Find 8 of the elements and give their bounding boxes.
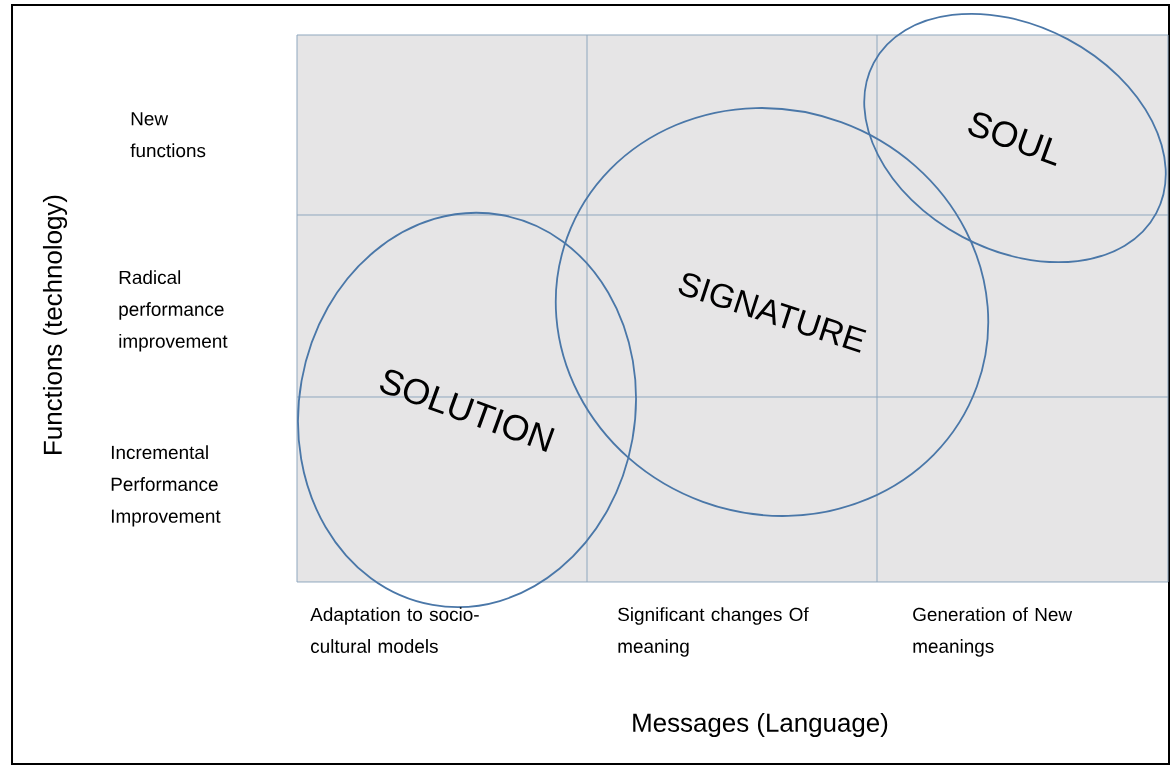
axis-label: Significant changes Of meaning xyxy=(618,607,809,657)
axis-label: Generation of New meanings xyxy=(913,607,1073,657)
axis-label: Radical performance improvement xyxy=(119,270,228,352)
axis-label: Adaptation to socio-cultural models xyxy=(310,607,479,653)
axis-title: Messages (Language) xyxy=(633,712,888,738)
axis-label: New functions xyxy=(130,112,206,158)
axis-title: Functions (technology) xyxy=(42,195,68,454)
axis-label: Incremental Performance Improvement xyxy=(111,445,221,527)
